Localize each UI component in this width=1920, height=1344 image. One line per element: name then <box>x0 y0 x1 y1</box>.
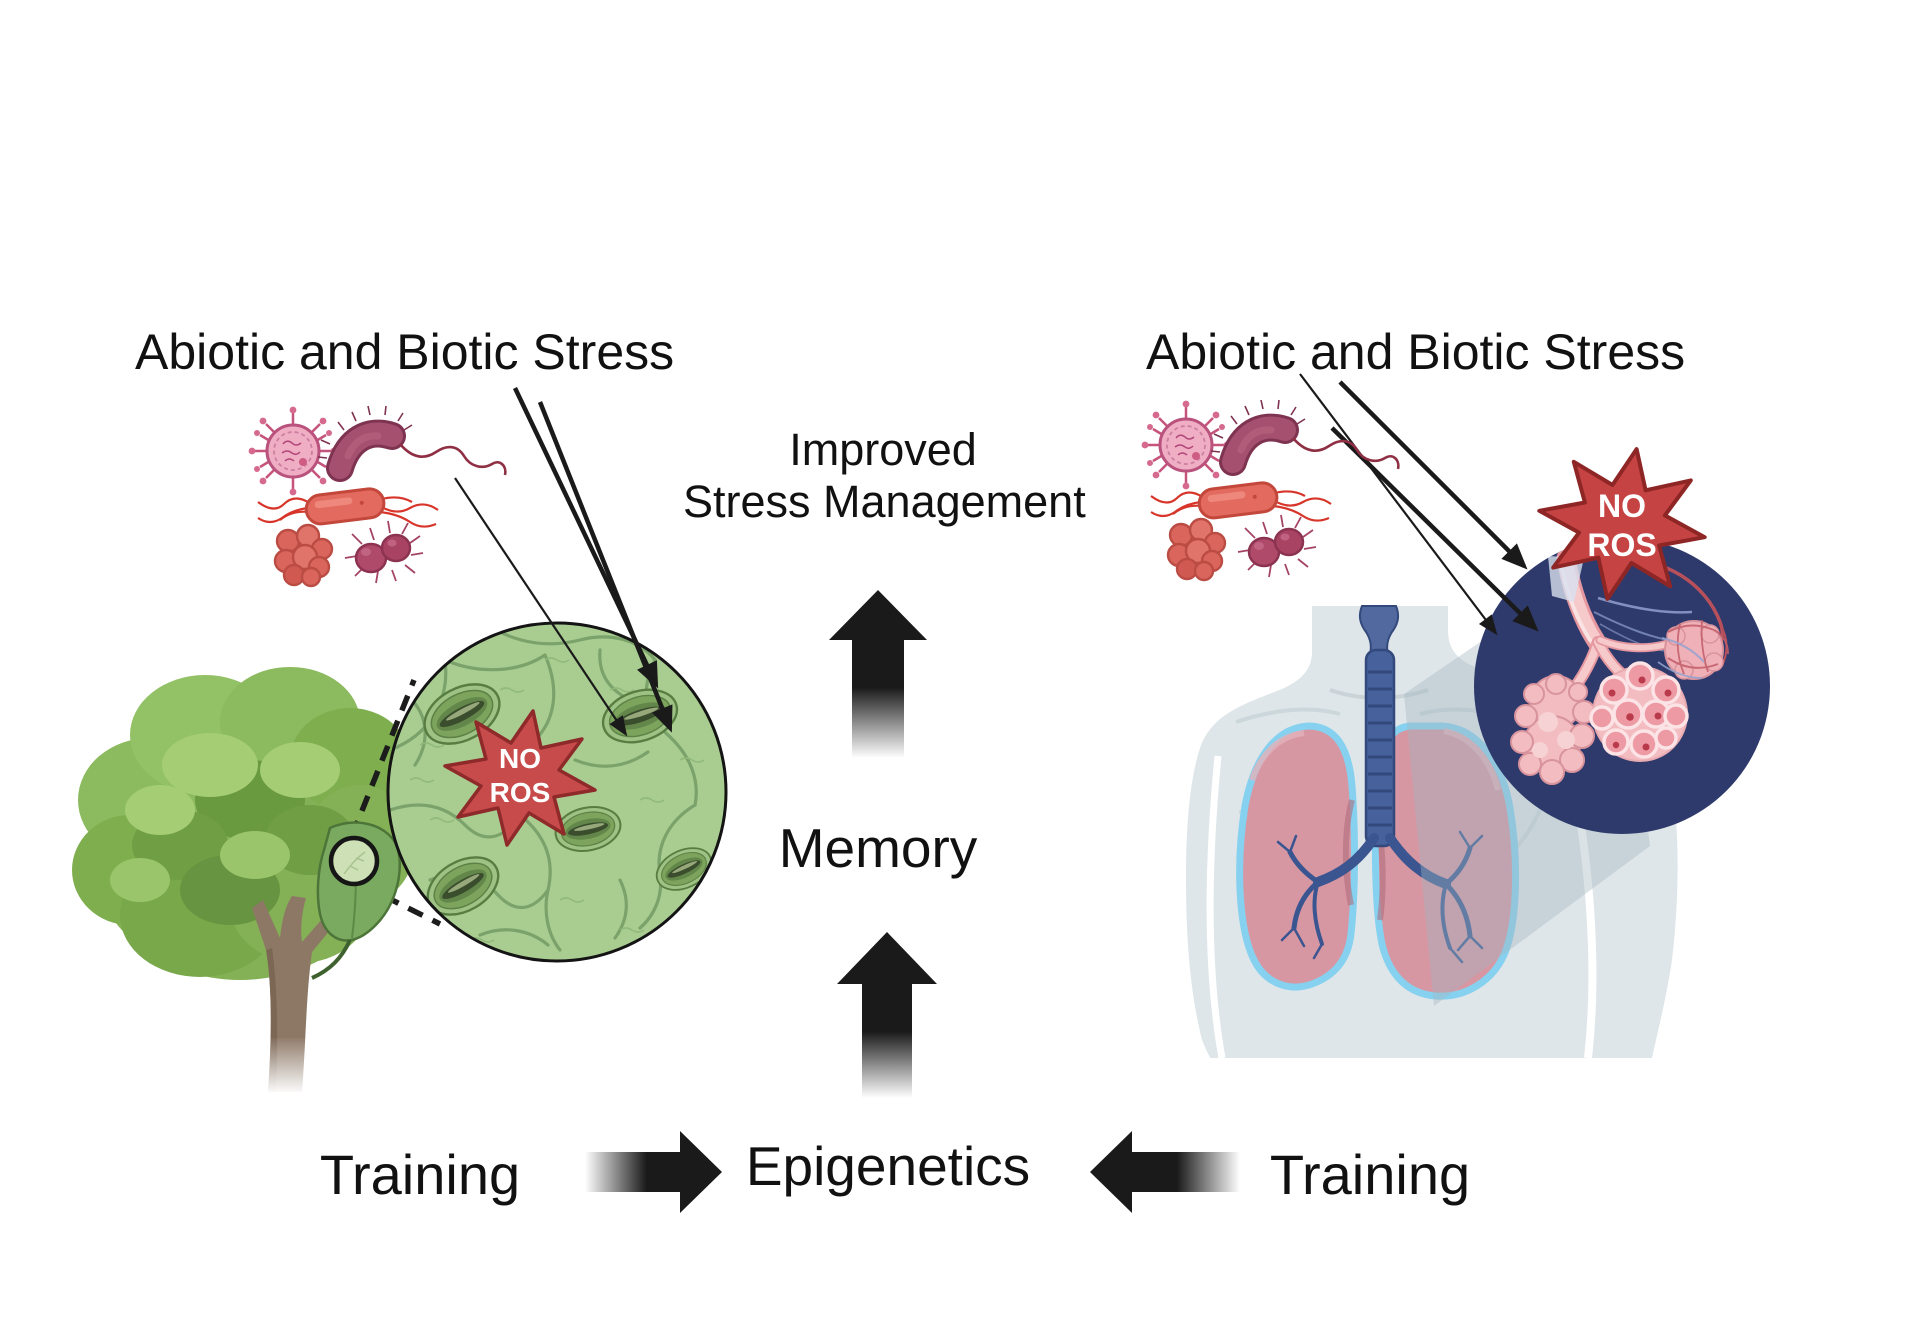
up-arrow-icon <box>829 590 927 758</box>
no-ros-burst-icon: NO ROS <box>1537 447 1707 601</box>
improved-line1: Improved <box>789 424 977 475</box>
right-arrow-icon <box>585 1131 722 1213</box>
star-text-ros: ROS <box>1587 527 1656 563</box>
left-lung <box>1236 722 1358 991</box>
memory-label: Memory <box>778 817 978 879</box>
alveoli-circle-icon <box>1474 538 1770 834</box>
stress-arrows-right <box>1299 373 1539 636</box>
epigenetics-label: Epigenetics <box>745 1135 1031 1197</box>
star-text-no: NO <box>1598 488 1646 524</box>
improved-line2: Stress Management <box>683 476 1086 527</box>
stress-arrows-left <box>454 387 673 737</box>
stress-label-right: Abiotic and Biotic Stress <box>1146 324 1686 380</box>
leaf-magnifier-icon <box>311 821 401 980</box>
bronchial-tree <box>1276 830 1484 964</box>
alveolar-sac-honeycomb <box>1589 661 1689 762</box>
tree-icon <box>72 667 415 1096</box>
trachea <box>1364 648 1396 848</box>
lungs-icon <box>1236 605 1520 1000</box>
training-label-left: Training <box>319 1143 521 1206</box>
up-arrow-icon <box>837 932 937 1098</box>
alveolar-sac-capillaries <box>1657 619 1729 680</box>
alveolar-sac-bumpy <box>1510 673 1596 785</box>
star-text-no: NO <box>499 743 541 774</box>
pathogen-cluster-right <box>1142 400 1399 580</box>
star-text-ros: ROS <box>490 777 551 808</box>
no-ros-burst-icon: NO ROS <box>443 709 597 847</box>
left-arrow-icon <box>1090 1131 1240 1213</box>
improved-stress-management-label: Improved Stress Management <box>683 424 1086 528</box>
training-label-right: Training <box>1269 1143 1471 1206</box>
stress-label-left: Abiotic and Biotic Stress <box>135 324 675 380</box>
